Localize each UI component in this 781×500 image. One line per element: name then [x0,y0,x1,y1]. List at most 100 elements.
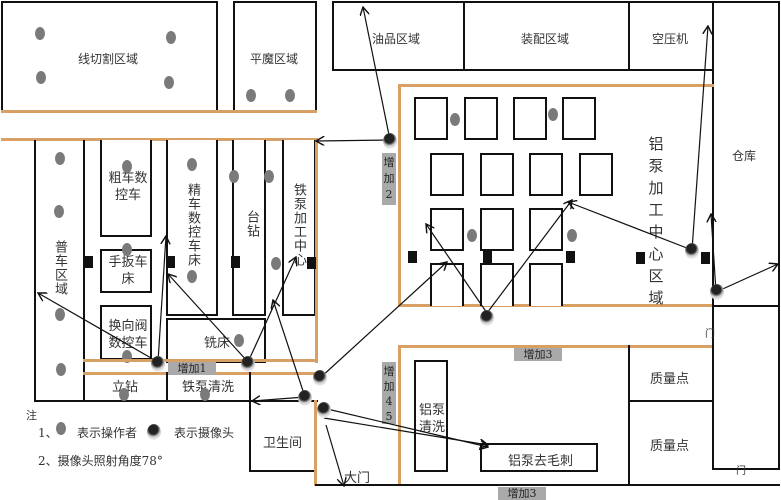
operator-icon [229,170,239,183]
tag-add1: 增加1 [168,362,216,375]
aisle-line [1,138,316,141]
legend-note: 注 [26,409,37,422]
machine-marker [84,256,93,268]
wall [166,372,168,402]
machine-box [529,153,563,196]
zone-oil-label: 油品区域 [372,32,421,46]
wall [83,140,85,402]
machine-box [464,97,498,140]
machine-box [562,97,596,140]
camera-icon [151,356,165,372]
aisle-line [1,110,317,113]
machine-marker [408,251,417,263]
wall [34,140,36,402]
machine-marker [231,256,240,268]
door-label: 门 [705,329,715,340]
operator-icon [467,229,477,242]
wall [315,484,400,486]
legend-item1-prefix: 1、 [38,426,58,440]
camera-icon [710,284,724,300]
operator-icon [55,308,65,321]
zone-compressor-label: 空压机 [652,32,689,46]
aisle-line [398,84,714,87]
machine-box [480,153,514,196]
wall [628,400,714,402]
aisle-line [314,400,317,486]
operator-icon [567,229,577,242]
aisle-line [398,345,401,485]
wall [628,345,630,485]
operator-icon [187,158,197,171]
legend-camera-text: 表示摄像头 [174,426,235,440]
machine-marker [307,257,316,269]
operator-icon [246,89,256,102]
machine-box [430,153,464,196]
operator-icon [36,71,46,84]
zone-wire-cut [1,1,218,111]
legend-operator-text: 表示操作者 [77,426,138,440]
main-gate-label: 大门 [344,471,371,486]
zone-general-lathe-label: 普车区域 [52,240,67,296]
operator-icon [122,160,132,173]
machine-marker [701,252,710,264]
zone-manual-lathe [100,249,152,293]
zone-warehouse [712,1,780,470]
zone-iron-pump-center-label: 铁泵加工中心 [291,183,306,267]
operator-icon [166,31,176,44]
zone-flat-grind-label: 平魔区域 [250,52,299,66]
operator-icon [187,270,197,283]
zone-bench-drill-label: 台钻 [244,210,259,238]
machine-marker [566,251,575,263]
aisle-line [398,345,712,348]
machine-box [529,263,563,306]
wall [34,400,318,402]
camera-icon [685,243,699,259]
zone-fine-cnc-label: 精车数控车床 [185,183,200,267]
camera-icon [317,402,331,418]
zone-oil [332,1,465,71]
wall [249,372,251,472]
machine-box [414,97,448,140]
operator-icon [264,170,274,183]
operator-icon [119,388,129,401]
machine-marker [166,256,175,268]
camera-icon [480,310,494,326]
operator-icon [55,152,65,165]
zone-valve-cnc-label: 换向阀数控车 [108,319,148,351]
camera-legend-icon [147,424,161,440]
camera-icon [383,133,397,149]
machine-box [529,208,563,251]
zone-al-pump-wash-label: 铝泵清洗 [418,403,445,435]
zone-warehouse-label: 仓库 [732,149,757,163]
aisle-line [398,84,401,305]
legend-item2: 2、摄像头照射角度78° [38,454,163,468]
operator-icon [450,113,460,126]
operator-icon [54,205,64,218]
zone-rough-cnc [100,140,152,237]
camera-icon [298,390,312,406]
zone-manual-lathe-label: 手扳车床 [108,255,148,287]
zone-al-pump-deburr [480,443,598,472]
operator-icon [35,27,45,40]
machine-box [430,263,464,306]
machine-marker [483,251,492,263]
wall [380,484,780,486]
wall [249,470,315,472]
machine-box [513,97,547,140]
wall [712,305,780,307]
aisle-line [315,138,318,363]
zone-milling-label: 铣床 [204,336,231,351]
tag-add3-top: 增加3 [514,348,562,361]
zone-iron-pump-wash-label: 铁泵清洗 [182,380,235,395]
operator-icon [164,76,174,89]
zone-quality-1-label: 质量点 [650,372,690,387]
zone-vertical-drill-label: 立钻 [112,376,138,395]
zone-wire-cut-label: 线切割区域 [78,52,139,66]
zone-al-pump-center-label: 铝泵加工中心区域 [648,135,664,307]
camera-icon [241,356,255,372]
machine-box [579,153,613,196]
operator-icon [122,243,132,256]
tag-add3-bottom: 增加3 [498,487,546,500]
